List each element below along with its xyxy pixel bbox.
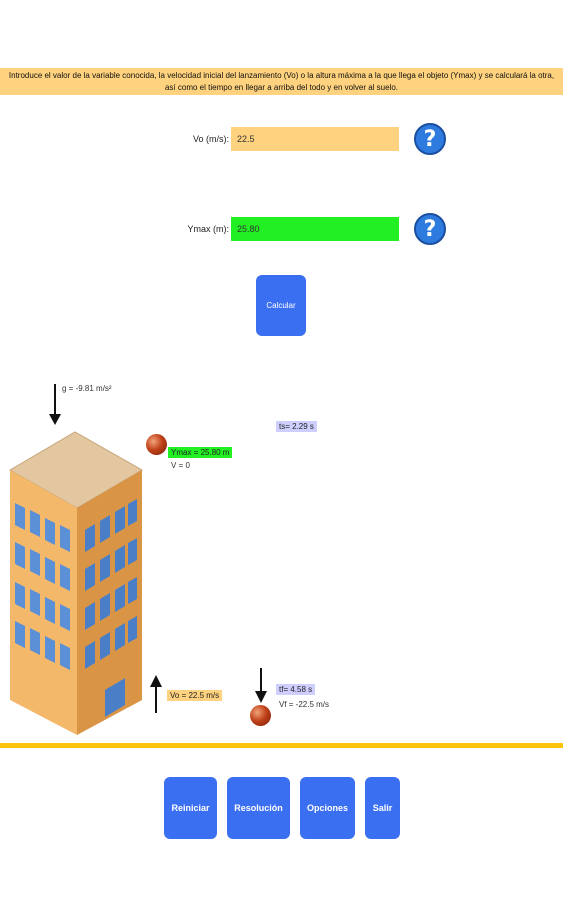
vo-label: Vo (m/s): [192,134,229,144]
time-to-ground-label: tf= 4.58 s [276,684,316,695]
building-icon [8,431,144,735]
velocity-down-arrow-icon [255,668,267,703]
top-velocity-label: V = 0 [171,461,190,470]
intro-text: Introduce el valor de la variable conoci… [0,68,563,95]
velocity-up-arrow-icon [150,675,162,713]
ball-top-icon [146,434,167,455]
exit-button[interactable]: Salir [365,777,400,839]
calculate-button[interactable]: Calcular [256,275,306,336]
ymax-help-button[interactable]: ? [414,213,446,245]
building-diagram [8,384,267,735]
gravity-label: g = -9.81 m/s² [62,384,112,393]
ymax-result-label: Ymax = 25.80 m [168,447,233,458]
final-velocity-label: Vf = -22.5 m/s [279,700,330,709]
options-button[interactable]: Opciones [300,777,355,839]
ball-ground-icon [250,705,271,726]
initial-velocity-label: Vo = 22.5 m/s [167,690,223,701]
resolution-button[interactable]: Resolución [227,777,290,839]
question-mark-icon: ? [423,216,437,242]
reset-button[interactable]: Reiniciar [164,777,217,839]
vo-help-button[interactable]: ? [414,123,446,155]
ymax-label: Ymax (m): [187,224,230,234]
ground-line [0,743,563,748]
vo-input[interactable] [231,127,399,151]
ymax-input[interactable] [231,217,399,241]
time-to-top-label: ts= 2.29 s [276,421,317,432]
question-mark-icon: ? [423,126,437,152]
gravity-arrow-icon [49,384,61,425]
